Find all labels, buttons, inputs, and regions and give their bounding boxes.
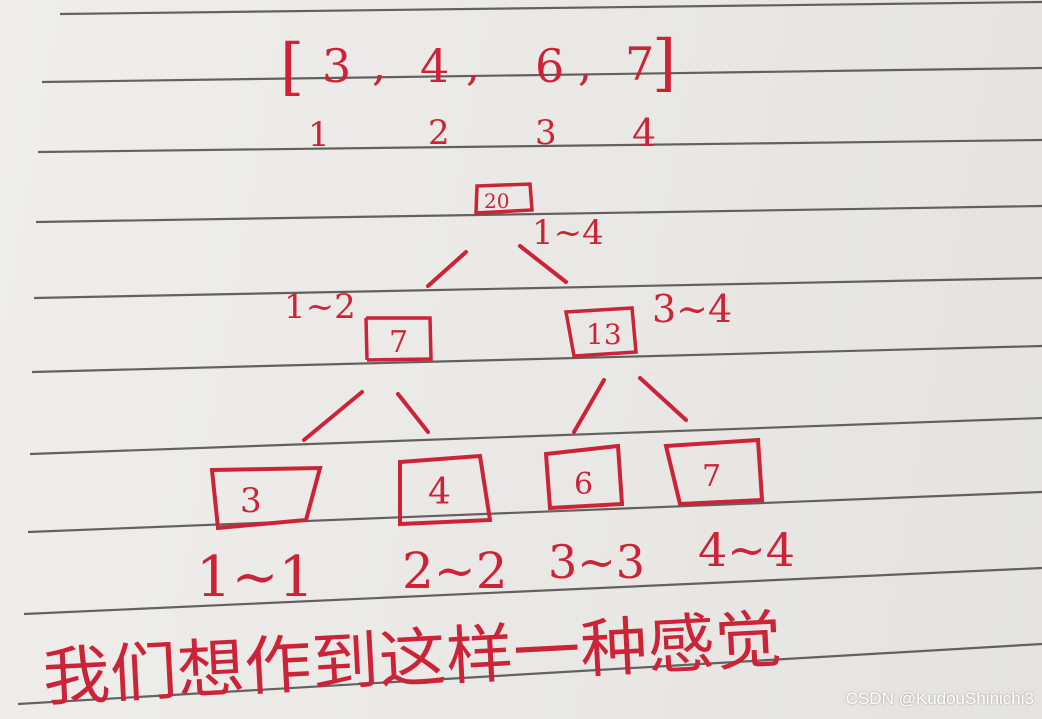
leaf-2-value: 4 xyxy=(428,472,451,513)
ruled-line xyxy=(17,642,1042,706)
edge-right-leaf4 xyxy=(638,376,688,422)
leaf-2-box xyxy=(398,453,493,527)
array-separator-3: , xyxy=(578,40,592,91)
right-node-box xyxy=(563,306,638,358)
leaf-1-range: 1~1 xyxy=(196,545,314,610)
edge-right-leaf3 xyxy=(572,378,606,434)
right-range-label: 3~4 xyxy=(652,287,732,331)
leaf-3-range: 3~3 xyxy=(548,535,645,589)
array-value-3: 6 xyxy=(535,39,564,93)
leaf-4-box xyxy=(663,437,765,507)
array-separator-1: , xyxy=(372,40,386,91)
leaf-4-value: 7 xyxy=(702,459,721,494)
ruled-line xyxy=(29,416,1042,456)
ruled-line xyxy=(59,0,1042,16)
ruled-line xyxy=(37,138,1042,154)
leaf-2-range: 2~2 xyxy=(402,542,508,600)
ruled-line xyxy=(27,490,1042,534)
ruled-line xyxy=(35,204,1042,224)
ruled-line xyxy=(31,344,1042,374)
leaf-3-value: 6 xyxy=(574,467,593,502)
leaf-node-1: 3 1~1 xyxy=(196,465,323,610)
left-range-label: 1~2 xyxy=(284,287,356,327)
left-node-box xyxy=(366,316,433,362)
edge-left-leaf1 xyxy=(302,390,364,442)
left-node: 7 1~2 xyxy=(284,287,433,362)
ruled-line xyxy=(23,566,1042,616)
array-index-1: 1 xyxy=(308,115,330,155)
leaf-node-2: 4 2~2 xyxy=(398,453,508,600)
right-node: 13 3~4 xyxy=(563,287,732,358)
leaf-1-box xyxy=(209,465,323,531)
array-row: [ 3 , 4 , 6 , 7 ] xyxy=(280,26,676,103)
leaf-node-3: 6 3~3 xyxy=(543,443,645,589)
array-value-2: 4 xyxy=(420,39,449,93)
ruled-lines xyxy=(17,0,1042,706)
leaf-node-4: 7 4~4 xyxy=(663,437,795,577)
edge-root-left xyxy=(426,250,468,288)
leaf-1-value: 3 xyxy=(240,481,262,521)
watermark: CSDN @KudouShinichi3 xyxy=(845,689,1034,708)
caption-text: 我们想作到这样一种感觉 xyxy=(41,603,784,716)
array-index-4: 4 xyxy=(632,111,656,155)
index-row: 1 2 3 4 xyxy=(308,111,656,155)
leaf-3-box xyxy=(543,443,625,511)
ruled-line xyxy=(33,276,1042,300)
array-open-bracket: [ xyxy=(280,30,304,103)
left-node-box-left xyxy=(364,317,369,361)
array-index-2: 2 xyxy=(428,113,450,153)
ruled-line xyxy=(41,66,1042,84)
edge-left-leaf2 xyxy=(396,392,430,434)
root-node-box xyxy=(474,182,534,215)
right-node-value: 13 xyxy=(586,318,622,351)
array-index-3: 3 xyxy=(535,113,557,153)
array-close-bracket: ] xyxy=(652,26,676,99)
root-node: 20 1~4 xyxy=(474,182,604,253)
leaf-4-range: 4~4 xyxy=(698,523,795,577)
edge-root-right xyxy=(518,244,568,284)
array-value-4: 7 xyxy=(625,37,654,91)
array-separator-2: , xyxy=(466,40,480,91)
root-node-value: 20 xyxy=(484,189,509,213)
left-node-value: 7 xyxy=(389,325,408,360)
tree-edges xyxy=(302,244,688,442)
array-value-1: 3 xyxy=(322,39,351,93)
root-range-label: 1~4 xyxy=(532,213,604,253)
